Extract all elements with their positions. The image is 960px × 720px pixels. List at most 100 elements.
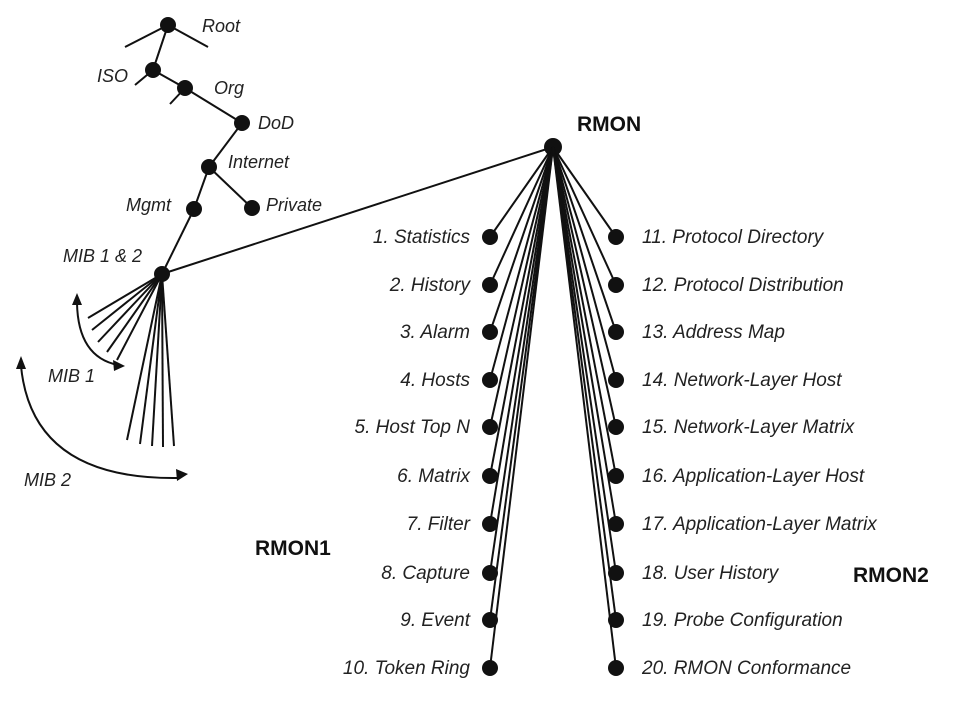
rmon-node-rmon1 — [482, 612, 498, 628]
mib2-arrowhead-top — [16, 356, 26, 369]
rmon-edge-rmon1 — [489, 146, 554, 428]
mib2-branch — [151, 273, 163, 447]
rmon-fan-edges — [489, 146, 617, 669]
label-mib-1-2: MIB 1 & 2 — [63, 246, 142, 266]
rmon-group-label-rmon2: 19. Probe Configuration — [642, 610, 843, 631]
rmon-node-rmon2 — [608, 324, 624, 340]
edge-dod-internet — [208, 122, 243, 168]
mib1-range-arc — [76, 302, 119, 366]
edge-mib-rmon — [161, 146, 554, 275]
label-iso: ISO — [97, 66, 128, 86]
rmon-group-label-rmon2: 14. Network-Layer Host — [642, 370, 842, 391]
rmon-group-label-rmon1: 7. Filter — [407, 514, 471, 535]
node-mgmt — [186, 201, 202, 217]
node-mib-1-2 — [154, 266, 170, 282]
label-mib2: MIB 2 — [24, 470, 71, 490]
mib2-arrowhead-right — [176, 469, 188, 481]
rmon-edge-rmon1 — [489, 146, 554, 669]
mib2-branch — [161, 273, 175, 447]
mib1-branch — [106, 273, 163, 353]
rmon-node-rmon2 — [608, 419, 624, 435]
rmon-edge-rmon1 — [489, 146, 554, 525]
rmon-edge-rmon2 — [552, 146, 617, 381]
rmon-group-label-rmon1: 6. Matrix — [397, 466, 471, 487]
rmon-node-rmon1 — [482, 229, 498, 245]
mib-tree-labels: Root ISO Org DoD Internet Mgmt Private M… — [24, 16, 322, 490]
label-dod: DoD — [258, 113, 294, 133]
mib1-branch — [91, 273, 163, 331]
label-root: Root — [202, 16, 241, 36]
rmon-group-label-rmon2: 20. RMON Conformance — [641, 658, 851, 679]
rmon-group-label-rmon1: 1. Statistics — [373, 227, 471, 248]
node-org — [177, 80, 193, 96]
label-mib1: MIB 1 — [48, 366, 95, 386]
rmon-node-rmon2 — [608, 565, 624, 581]
node-root — [160, 17, 176, 33]
rmon-edge-rmon1 — [489, 146, 554, 477]
node-internet — [201, 159, 217, 175]
rmon-node-rmon2 — [608, 372, 624, 388]
rmon-node-rmon1 — [482, 468, 498, 484]
rmon-group-label-rmon1: 4. Hosts — [400, 370, 470, 391]
mib2-branch — [161, 273, 164, 448]
rmon-edge-rmon1 — [489, 146, 554, 574]
rmon-edge-rmon1 — [489, 146, 554, 286]
edge-mgmt-mib — [161, 208, 195, 275]
edge-internet-private — [208, 166, 253, 209]
mib-range-arrows — [16, 293, 188, 481]
mib-subtree-fan — [87, 273, 175, 448]
rmon-edge-rmon2 — [552, 146, 617, 238]
rmon-node-rmon1 — [482, 372, 498, 388]
mib2-branch — [126, 273, 163, 441]
edge-root-left-stub — [124, 24, 169, 48]
rmon-node-rmon1 — [482, 419, 498, 435]
label-org: Org — [214, 78, 244, 98]
rmon-node-rmon1 — [482, 565, 498, 581]
node-iso — [145, 62, 161, 78]
rmon-group-label-rmon1: 2. History — [389, 275, 472, 296]
rmon-group-label-rmon2: 13. Address Map — [642, 322, 785, 343]
rmon-edge-rmon2 — [552, 146, 617, 333]
mib1-branch — [97, 273, 163, 343]
mib1-arrowhead-right — [113, 360, 125, 371]
rmon-group-label-rmon2: 11. Protocol Directory — [642, 227, 825, 248]
rmon-group-label-rmon2: 15. Network-Layer Matrix — [642, 417, 856, 438]
mib2-branch — [139, 273, 163, 445]
rmon-group-nodes — [482, 229, 624, 676]
rmon-edge-rmon2 — [552, 146, 617, 477]
rmon-node-rmon1 — [482, 660, 498, 676]
rmon-edge-rmon1 — [489, 146, 554, 238]
rmon-group-label-rmon2: 12. Protocol Distribution — [642, 275, 844, 296]
rmon-node-rmon2 — [608, 229, 624, 245]
rmon-node-rmon2 — [608, 277, 624, 293]
rmon-group-label-rmon1: 10. Token Ring — [343, 658, 471, 679]
rmon-group-label-rmon2: 18. User History — [642, 563, 780, 584]
node-dod — [234, 115, 250, 131]
node-private — [244, 200, 260, 216]
rmon-edge-rmon1 — [489, 146, 554, 381]
rmon-group-label-rmon2: 17. Application-Layer Matrix — [642, 514, 878, 535]
label-private: Private — [266, 195, 322, 215]
mib1-branch — [116, 273, 163, 361]
rmon-node-rmon2 — [608, 660, 624, 676]
rmon-node-rmon2 — [608, 468, 624, 484]
edge-org-dod — [184, 87, 243, 124]
mib1-branch — [87, 273, 163, 319]
rmon-edge-rmon2 — [552, 146, 617, 669]
rmon-edge-rmon2 — [552, 146, 617, 574]
rmon-node-rmon1 — [482, 277, 498, 293]
rmon-group-label-rmon2: 16. Application-Layer Host — [642, 466, 865, 487]
rmon-edge-rmon2 — [552, 146, 617, 286]
rmon1-group-label: RMON1 — [255, 537, 331, 560]
rmon-node-rmon1 — [482, 516, 498, 532]
rmon-group-label-rmon1: 3. Alarm — [400, 322, 470, 343]
rmon-edge-rmon2 — [552, 146, 617, 525]
rmon2-group-label: RMON2 — [853, 564, 929, 587]
rmon-node-rmon1 — [482, 324, 498, 340]
label-mgmt: Mgmt — [126, 195, 172, 215]
rmon-edge-rmon1 — [489, 146, 554, 333]
mib2-range-arc — [20, 365, 179, 480]
